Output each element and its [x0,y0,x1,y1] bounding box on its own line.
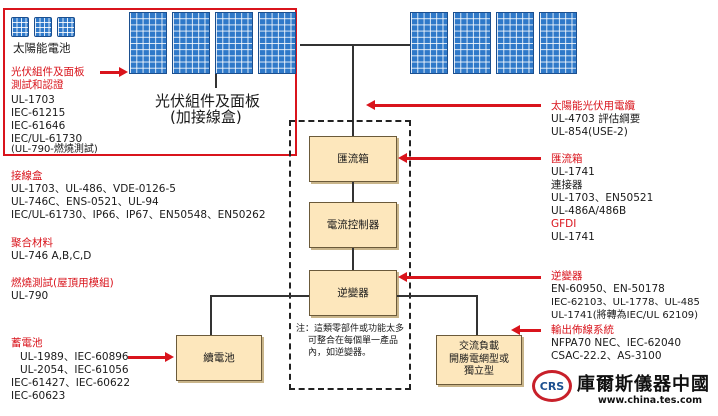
wiring-item: NFPA70 NEC、IEC-62040 [551,337,682,349]
inverter-std-item: UL-1741(將轉為IEC/UL 62109) [551,310,699,321]
panel-label-line-1: 光伏組件及面板 [155,92,261,110]
solar-panel-icon [410,12,448,74]
wiring-title: 輸出佈線系統 [551,324,614,336]
solar-cell-icon [57,17,75,37]
junction-box-item: UL-746C、ENS-0521、UL-94 [11,196,159,208]
arrow-to-inverter [405,276,541,279]
note-line: 內，如逆變器。 [308,348,372,358]
wire [210,295,212,335]
combiner-box: 匯流箱 [309,136,397,182]
arrow-head [366,100,375,110]
junction-box-item: IEC/UL-61730、IP66、IP67、EN50548、EN50262 [11,209,266,221]
battery-std-item: IEC-60623 [11,390,66,402]
solar-panel-icon [129,12,167,74]
combiner-std-item: 連接器 [551,179,583,191]
junction-box-item: UL-1703、UL-486、VDE-0126-5 [11,183,176,195]
pv-cable-item: UL-4703 評估綱要 [551,113,641,125]
arrow-head [511,325,520,335]
solar-panel-icon [496,12,534,74]
solar-section-frame [3,8,297,156]
crs-logo: CRS [532,370,572,402]
combiner-std-title: 匯流箱 [551,153,583,165]
solar-cell-icon [34,17,52,37]
arrow-to-panels [100,71,120,74]
wire [352,182,354,202]
wire [210,295,309,297]
arrow-head [398,153,407,163]
gfdi-item: UL-1741 [551,231,595,243]
wire [397,295,477,297]
arrow-to-battery [128,356,166,359]
panel-label-line-2: (加接線盒) [170,108,242,126]
burn-test-title: 燃燒測試(屋頂用模組) [11,277,114,289]
cert-item: UL-1703 [11,94,55,106]
solar-panel-icon [258,12,296,74]
inverter-std-item: IEC-62103、UL-1778、UL-485 [551,297,700,308]
solar-panel-icon [215,12,253,74]
battery-box: 續電池 [176,335,262,381]
wiring-item: CSAC-22.2、AS-3100 [551,350,662,362]
pv-cable-item: UL-854(USE-2) [551,126,628,138]
combiner-std-item: UL-486A/486B [551,205,627,217]
battery-std-item: UL-1989、IEC-60896 [20,351,129,363]
arrow-head [165,352,174,362]
note-line: 注：這類零部件或功能太多 [296,324,405,334]
inverter-std-item: EN-60950、EN-50178 [551,283,665,295]
cert-title-line-2: 測試和認證 [11,79,64,91]
arrow-to-cable [373,104,541,107]
controller-box: 電流控制器 [309,202,397,248]
inverter-box: 逆變器 [309,270,397,316]
burn-test-item: UL-790 [11,290,49,302]
cert-item: IEC-61215 [11,107,66,119]
integration-dashed-frame [289,120,411,390]
note-line: 可整合在每個單一產品 [308,336,399,346]
solar-panel-icon [453,12,491,74]
arrow-to-load [518,329,541,332]
brand-url: www.china.tes.com [598,395,703,406]
battery-std-item: IEC-61427、IEC-60622 [11,377,131,389]
junction-box-title: 接線盒 [11,170,43,182]
solar-panel-icon [172,12,210,74]
polymer-item: UL-746 A,B,C,D [11,250,92,262]
cert-item: IEC-61646 [11,120,66,132]
combiner-std-item: UL-1703、EN50521 [551,192,654,204]
arrow-head [119,67,128,77]
load-line-2: 開勝電網型或 [449,353,509,365]
battery-std-title: 蓄電池 [11,337,43,349]
load-line-1: 交流負載 [459,341,499,353]
polymer-title: 聚合材料 [11,237,53,249]
pv-cable-title: 太陽能光伏用電纜 [551,100,635,112]
combiner-std-item: UL-1741 [551,166,595,178]
solar-cell-icon [11,17,29,37]
wire [352,44,354,136]
wire [215,74,217,88]
wire [300,44,410,46]
arrow-head [398,272,407,282]
solar-panel-icon [539,12,577,74]
arrow-to-combiner [405,157,541,160]
note-text: 注：這類零部件或功能太多 可整合在每個單一產品 內，如逆變器。 [296,323,404,359]
wire [352,248,354,270]
gfdi-title: GFDI [551,218,577,230]
cert-title-line-1: 光伏組件及面板 [11,66,85,78]
inverter-std-title: 逆變器 [551,270,583,282]
cert-item: (UL-790-燃燒測試) [11,144,98,155]
load-box: 交流負載 開勝電網型或 獨立型 [436,335,522,385]
brand-name: 庫爾斯儀器中國 [577,374,710,395]
wire [476,295,478,335]
battery-std-item: UL-2054、IEC-61056 [20,364,129,376]
solar-title: 太陽能電池 [13,41,71,55]
load-line-3: 獨立型 [464,366,494,378]
cert-item: IEC/UL-61730 [11,133,83,145]
